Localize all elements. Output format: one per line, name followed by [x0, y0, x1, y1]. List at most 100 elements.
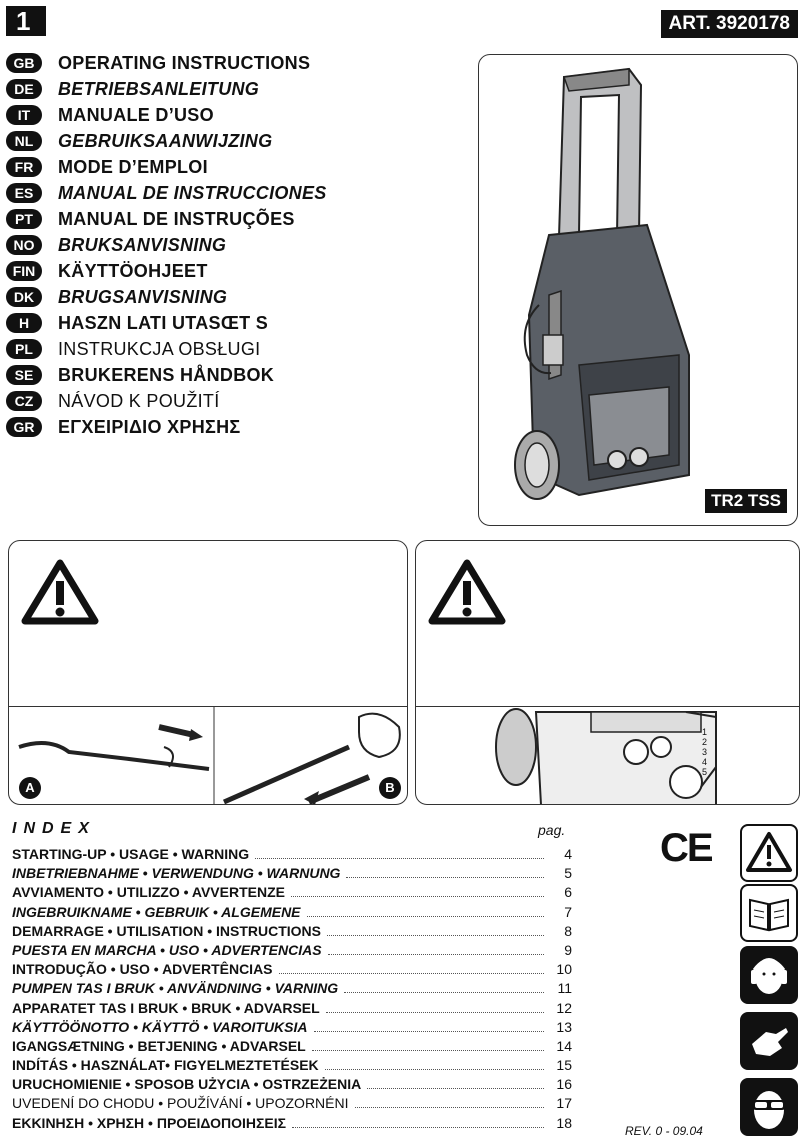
index-entry-page: 4: [564, 846, 572, 862]
lang-title: BRUKSANVISNING: [58, 234, 227, 255]
model-label: TR2 TSS: [705, 489, 787, 513]
lang-badge: SE: [6, 365, 42, 385]
index-entry-page: 5: [564, 865, 572, 882]
lang-badge: CZ: [6, 391, 42, 411]
index-entry-label: PUESTA EN MARCHA • USO • ADVERTENCIAS: [12, 941, 322, 958]
lang-badge: PT: [6, 209, 42, 229]
lang-badge: GB: [6, 53, 42, 73]
index-title: INDEX: [12, 820, 96, 837]
page-number: 1: [6, 6, 46, 36]
index-entry-page: 15: [556, 1057, 572, 1074]
index-entry-page: 17: [556, 1095, 572, 1112]
lang-row: NL GEBRUIKSAANWIJZING: [6, 128, 466, 154]
dial-number: 3: [702, 747, 708, 757]
index-entry-page: 8: [564, 922, 572, 939]
index-entry-label: INTRODUÇÃO • USO • ADVERTÊNCIAS: [12, 961, 273, 978]
lang-title: HASZN LATI UTASŒT S: [58, 312, 269, 333]
index-entry-page: 16: [556, 1076, 572, 1093]
index-entry[interactable]: DEMARRAGE • UTILISATION • INSTRUCTIONS 8: [12, 923, 572, 942]
lang-row: SE BRUKERENS HÅNDBOK: [6, 362, 466, 388]
index-entry-label: STARTING-UP • USAGE • WARNING: [12, 846, 250, 862]
index-entry-page: 7: [564, 903, 572, 920]
leader-dots: [313, 1030, 544, 1032]
lang-badge: ES: [6, 183, 42, 203]
lance-assembly-illustration: [18, 707, 401, 804]
leader-dots: [311, 1049, 544, 1051]
lang-title: GEBRUIKSAANWIJZING: [58, 130, 273, 151]
index-entry-page: 12: [556, 999, 572, 1016]
head-goggles-icon: [752, 1091, 786, 1129]
lang-title: MANUALE D’USO: [58, 104, 214, 125]
index-entry-page: 13: [556, 1018, 572, 1035]
index-entry-label: APPARATET TAS I BRUK • BRUK • ADVARSEL: [12, 999, 320, 1016]
leader-dots: [344, 992, 544, 994]
lang-row: NO BRUKSANVISNING: [6, 232, 466, 258]
lang-row: FR MODE D’EMPLOI: [6, 154, 466, 180]
index-entry-page: 14: [556, 1037, 572, 1054]
pressure-washer-illustration: [514, 67, 690, 500]
index-entry[interactable]: INBETRIEBNAHME • VERWENDUNG • WARNUNG 5: [12, 865, 572, 884]
lang-title: MANUAL DE INSTRUCCIONES: [58, 182, 327, 203]
lang-row: H HASZN LATI UTASŒT S: [6, 310, 466, 336]
index-entry[interactable]: URUCHOMIENIE • SPOSOB UŻYCIA • OSTRZEŻEN…: [12, 1076, 572, 1095]
index-entry-page: 18: [556, 1114, 572, 1131]
lang-row: PT MANUAL DE INSTRUÇÕES: [6, 206, 466, 232]
dial-number: 1: [702, 727, 708, 737]
index-entry[interactable]: PUMPEN TAS I BRUK • ANVÄNDNING • VARNING…: [12, 980, 572, 999]
lang-title: ΕΓΧΕΙΡΙΔΙΟ ΧΡΗΣΗΣ: [58, 416, 241, 437]
leader-dots: [306, 915, 544, 917]
warning-icon: [740, 824, 798, 882]
lang-title: OPERATING INSTRUCTIONS: [58, 52, 311, 73]
lang-badge: NL: [6, 131, 42, 151]
lang-badge: GR: [6, 417, 42, 437]
index-entry-label: PUMPEN TAS I BRUK • ANVÄNDNING • VARNING: [12, 980, 339, 997]
product-illustration-panel: TR2 TSS: [478, 54, 798, 526]
warning-panel-right: 1 2 3 4 5: [415, 540, 800, 805]
leader-dots: [278, 973, 544, 975]
leader-dots: [255, 858, 544, 859]
index-entry[interactable]: STARTING-UP • USAGE • WARNING 4: [12, 846, 572, 865]
pag-label: pag.: [538, 822, 566, 838]
lang-title: KÄYTTÖOHJEET: [58, 260, 208, 281]
index-entry-label: UVEDENÍ DO CHODU • POUŽÍVÁNÍ • UPOZORNÉN…: [12, 1095, 349, 1112]
manual-icon: [740, 884, 798, 942]
lang-title: BRUKERENS HÅNDBOK: [58, 364, 275, 385]
gloves-icon: [740, 1012, 798, 1070]
lang-title: BETRIEBSANLEITUNG: [58, 78, 260, 99]
index-entry-label: AVVIAMENTO • UTILIZZO • AVVERTENZE: [12, 884, 285, 901]
leader-dots: [292, 1126, 544, 1128]
leader-dots: [324, 1069, 544, 1071]
index-entry[interactable]: APPARATET TAS I BRUK • BRUK • ADVARSEL 12: [12, 1000, 572, 1019]
lang-badge: FR: [6, 157, 42, 177]
lang-title: NÁVOD K POUŽITÍ: [58, 390, 220, 411]
lang-row: ES MANUAL DE INSTRUCCIONES: [6, 180, 466, 206]
index-entry-label: INBETRIEBNAHME • VERWENDUNG • WARNUNG: [12, 865, 341, 882]
lang-badge: IT: [6, 105, 42, 125]
warning-icon: [21, 559, 99, 625]
revision-label: REV. 0 - 09.04: [625, 1124, 703, 1138]
book-icon: [749, 898, 789, 932]
index-entry-label: DEMARRAGE • UTILISATION • INSTRUCTIONS: [12, 922, 321, 939]
ce-mark: CE: [660, 826, 714, 870]
lang-badge: H: [6, 313, 42, 333]
lance-assembly-figure: A B: [9, 706, 407, 804]
lang-badge: NO: [6, 235, 42, 255]
lang-title: MANUAL DE INSTRUÇÕES: [58, 208, 295, 229]
index-entry[interactable]: UVEDENÍ DO CHODU • POUŽÍVÁNÍ • UPOZORNÉN…: [12, 1095, 572, 1114]
lang-row: CZ NÁVOD K POUŽITÍ: [6, 388, 466, 414]
leader-dots: [327, 953, 544, 955]
lang-title: MODE D’EMPLOI: [58, 156, 208, 177]
